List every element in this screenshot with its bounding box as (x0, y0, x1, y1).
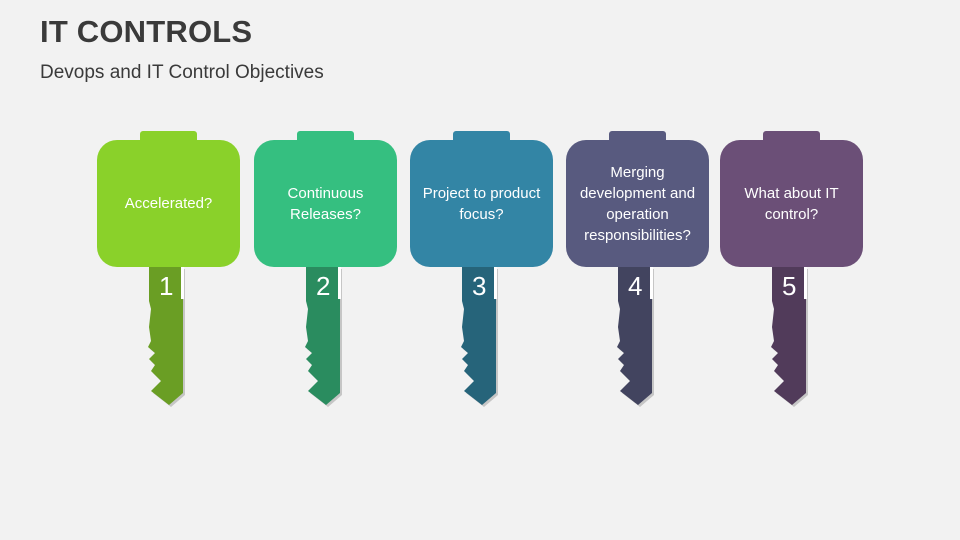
key-number: 5 (782, 271, 797, 301)
key-shaft-icon (461, 267, 498, 407)
key-head: Merging development and operation respon… (566, 140, 709, 267)
key-head: Accelerated? (97, 140, 240, 267)
key-divider (338, 267, 341, 299)
key-head: Continuous Releases? (254, 140, 397, 267)
key-item-3: Project to product focus? 3 (410, 131, 554, 411)
key-item-4: Merging development and operation respon… (566, 131, 710, 411)
key-item-1: Accelerated? 1 (97, 131, 241, 411)
key-divider (494, 267, 497, 299)
key-number: 3 (472, 271, 487, 301)
key-shaft-icon (771, 267, 808, 407)
key-divider (181, 267, 184, 299)
key-head: Project to product focus? (410, 140, 553, 267)
key-divider (650, 267, 653, 299)
key-head: What about IT control? (720, 140, 863, 267)
key-label: What about IT control? (744, 184, 839, 223)
key-divider (804, 267, 807, 299)
key-label: Merging development and operation respon… (579, 163, 696, 244)
page-subtitle: Devops and IT Control Objectives (40, 62, 324, 83)
key-shaft-icon (617, 267, 654, 407)
page-title: IT CONTROLS (40, 14, 253, 49)
key-number: 1 (159, 271, 174, 301)
key-item-5: What about IT control? 5 (720, 131, 864, 411)
key-label: Accelerated? (124, 195, 213, 212)
key-label: Continuous Releases? (287, 184, 364, 223)
key-shaft-icon (148, 267, 185, 407)
key-shaft-icon (305, 267, 342, 407)
key-item-2: Continuous Releases? 2 (254, 131, 398, 411)
key-label: Project to product focus? (422, 184, 541, 223)
key-number: 2 (316, 271, 331, 301)
key-number: 4 (628, 271, 643, 301)
